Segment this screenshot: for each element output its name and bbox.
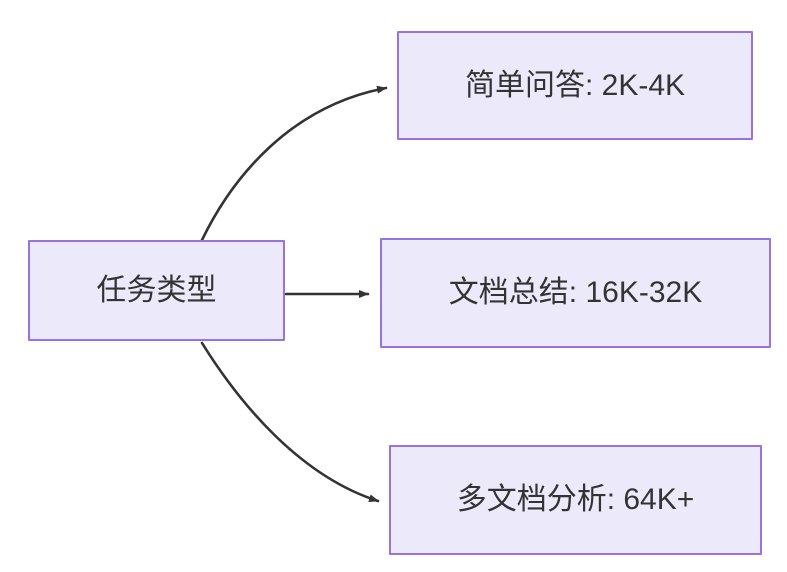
edge-task-type-to-simple-qa xyxy=(200,85,388,242)
node-task-type[interactable]: 任务类型 xyxy=(28,240,285,341)
edge-task-type-to-multi-doc-analysis xyxy=(200,341,380,503)
node-doc-summary[interactable]: 文档总结: 16K-32K xyxy=(380,238,771,348)
node-task-type-label: 任务类型 xyxy=(96,273,217,307)
node-simple-qa[interactable]: 简单问答: 2K-4K xyxy=(397,31,753,140)
node-multi-doc-analysis[interactable]: 多文档分析: 64K+ xyxy=(389,445,762,555)
node-simple-qa-label: 简单问答: 2K-4K xyxy=(464,68,686,102)
node-multi-doc-analysis-label: 多文档分析: 64K+ xyxy=(456,483,695,516)
node-doc-summary-label: 文档总结: 16K-32K xyxy=(448,276,703,309)
